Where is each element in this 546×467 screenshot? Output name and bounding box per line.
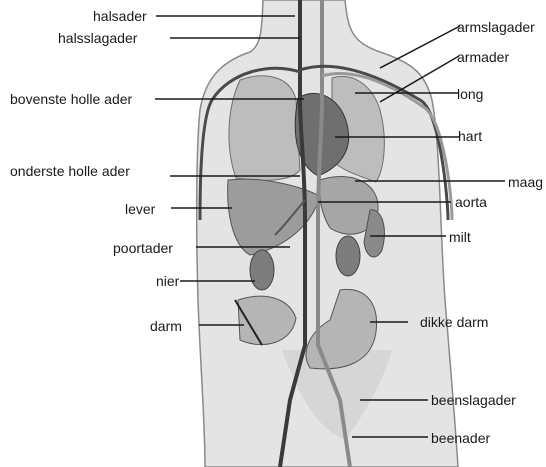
label-aorta: aorta: [455, 194, 487, 210]
label-beenader: beenader: [431, 430, 490, 446]
label-bovenste-holle-ader: bovenste holle ader: [10, 91, 132, 107]
label-halsader: halsader: [93, 8, 147, 24]
label-nier: nier: [156, 273, 179, 289]
label-beenslagader: beenslagader: [431, 392, 516, 408]
label-dikke-darm: dikke darm: [420, 314, 488, 330]
label-long: long: [457, 86, 483, 102]
label-onderste-holle-ader: onderste holle ader: [10, 163, 130, 179]
label-armslagader: armslagader: [457, 19, 535, 35]
label-halsslagader: halsslagader: [58, 30, 137, 46]
kidney-right: [250, 250, 274, 290]
right-lung: [229, 76, 300, 181]
label-milt: milt: [449, 229, 471, 245]
label-lever: lever: [125, 201, 155, 217]
label-armader: armader: [457, 49, 509, 65]
label-hart: hart: [458, 128, 482, 144]
label-darm: darm: [150, 318, 182, 334]
label-maag: maag: [508, 174, 543, 190]
kidney-left: [336, 236, 360, 276]
label-poortader: poortader: [113, 240, 173, 256]
